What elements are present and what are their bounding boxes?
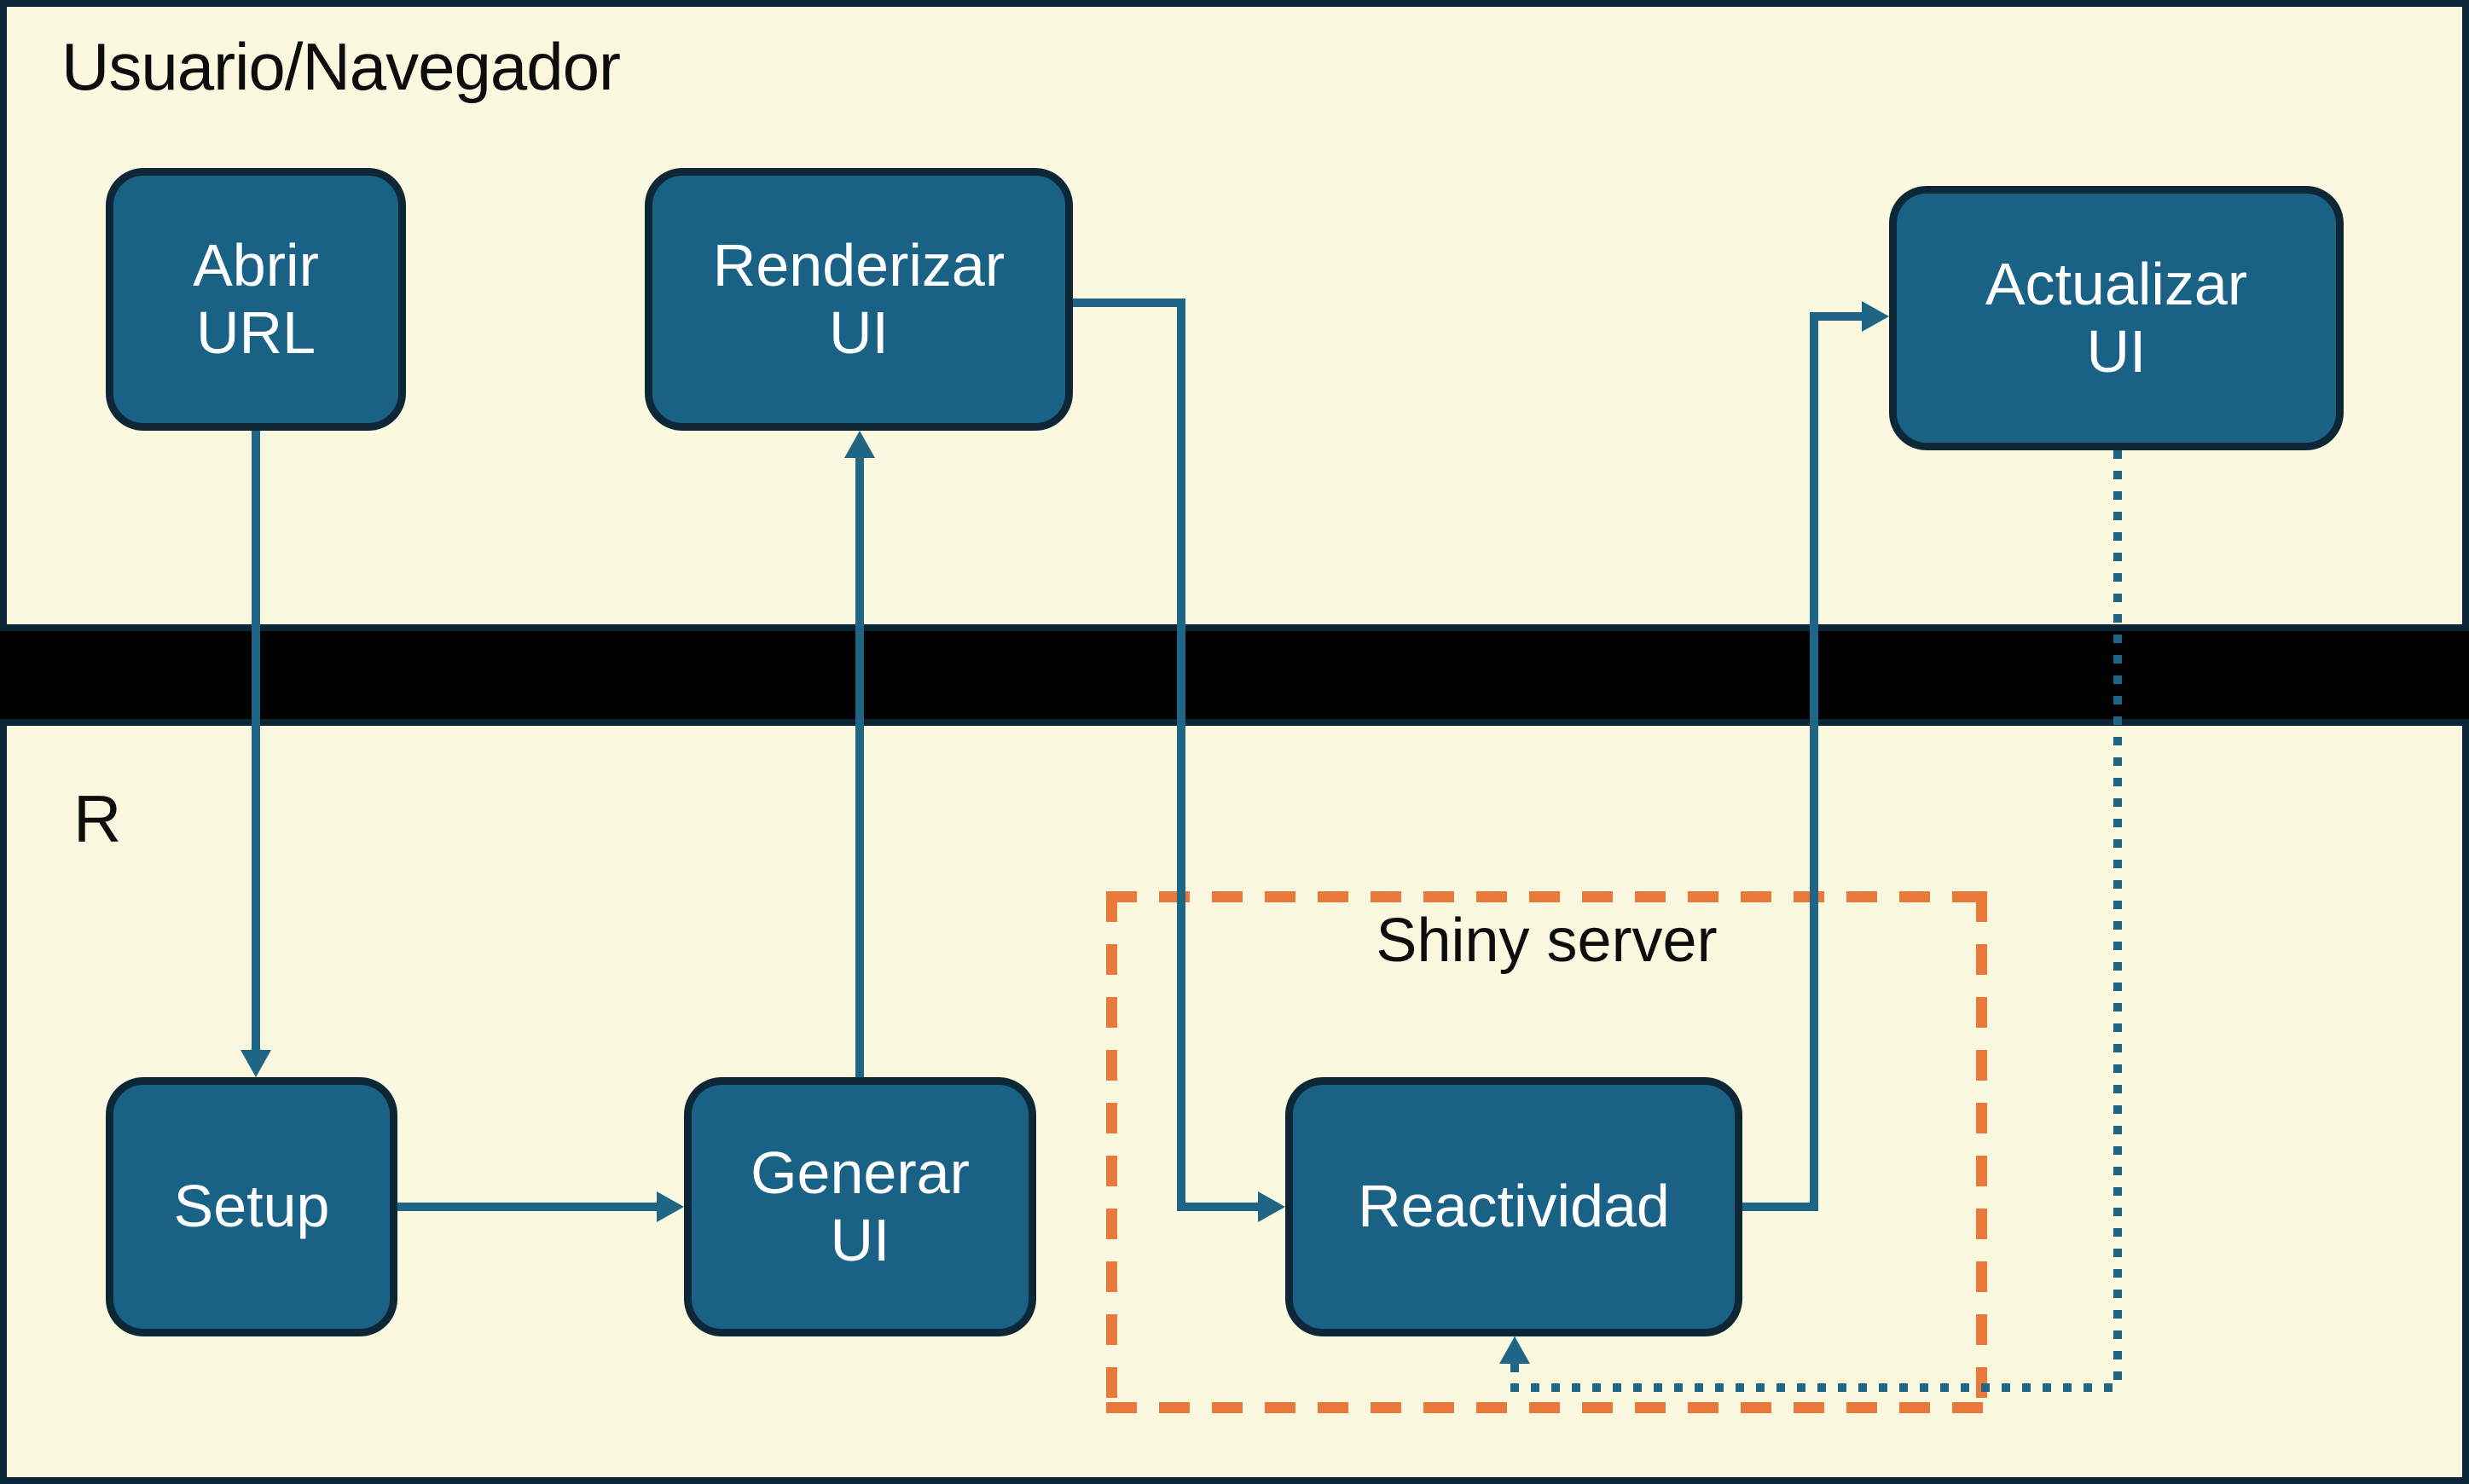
connector-reactividad-to-actualizar-v — [1810, 312, 1818, 1211]
node-generar-ui-line2: UI — [830, 1207, 890, 1273]
connector-abrir-to-setup — [252, 431, 260, 1050]
node-actualizar-ui: Actualizar UI — [1889, 186, 2344, 450]
connector-actualizar-to-reactividad-v2-dotted — [1510, 1364, 1519, 1392]
lane-divider-band — [0, 631, 2469, 719]
shiny-server-group-label: Shiny server — [1376, 907, 1718, 975]
connector-actualizar-to-reactividad-v1-dotted — [2113, 450, 2122, 1392]
connector-actualizar-to-reactividad-h-dotted — [1510, 1383, 2122, 1392]
node-renderizar-ui-line1: Renderizar — [712, 231, 1006, 299]
lane-r-label: R — [73, 781, 121, 856]
lane-r — [0, 719, 2469, 1484]
arrowhead-renderizar-to-reactividad — [1258, 1191, 1285, 1222]
connector-renderizar-to-reactividad-v — [1177, 299, 1185, 1211]
connector-reactividad-to-actualizar-h1 — [1742, 1203, 1818, 1211]
arrowhead-abrir-to-setup — [241, 1050, 271, 1077]
node-reactividad-line1: Reactividad — [1358, 1173, 1670, 1240]
connector-reactividad-to-actualizar-h2 — [1810, 312, 1862, 321]
node-actualizar-ui-line2: UI — [2086, 318, 2147, 385]
node-setup: Setup — [106, 1077, 397, 1336]
connector-renderizar-to-reactividad-h2 — [1177, 1203, 1258, 1211]
node-renderizar-ui: Renderizar UI — [645, 168, 1073, 431]
node-reactividad: Reactividad — [1285, 1077, 1742, 1336]
arrowhead-generar-to-renderizar — [844, 431, 875, 458]
shiny-server-group-right-edge — [1976, 891, 1987, 1413]
connector-renderizar-to-reactividad-h1 — [1073, 299, 1185, 307]
arrowhead-setup-to-generar — [657, 1191, 684, 1222]
shiny-server-group-left-edge — [1106, 891, 1117, 1413]
node-abrir-url: Abrir URL — [106, 168, 406, 431]
node-setup-line1: Setup — [173, 1173, 330, 1240]
node-generar-ui: Generar UI — [684, 1077, 1036, 1336]
node-renderizar-ui-line2: UI — [829, 299, 889, 366]
node-generar-ui-line1: Generar — [751, 1139, 970, 1206]
shiny-server-group-top-edge — [1106, 891, 1987, 902]
arrowhead-reactividad-to-actualizar — [1862, 301, 1889, 332]
shiny-server-group-bottom-edge — [1106, 1402, 1987, 1413]
lane-browser-label: Usuario/Navegador — [61, 29, 621, 104]
node-abrir-url-line2: URL — [195, 299, 316, 366]
connector-generar-to-renderizar — [855, 458, 864, 1077]
node-abrir-url-line1: Abrir — [193, 231, 319, 299]
arrowhead-actualizar-to-reactividad — [1499, 1336, 1530, 1364]
node-actualizar-ui-line1: Actualizar — [1985, 250, 2248, 317]
connector-setup-to-generar — [397, 1203, 657, 1211]
